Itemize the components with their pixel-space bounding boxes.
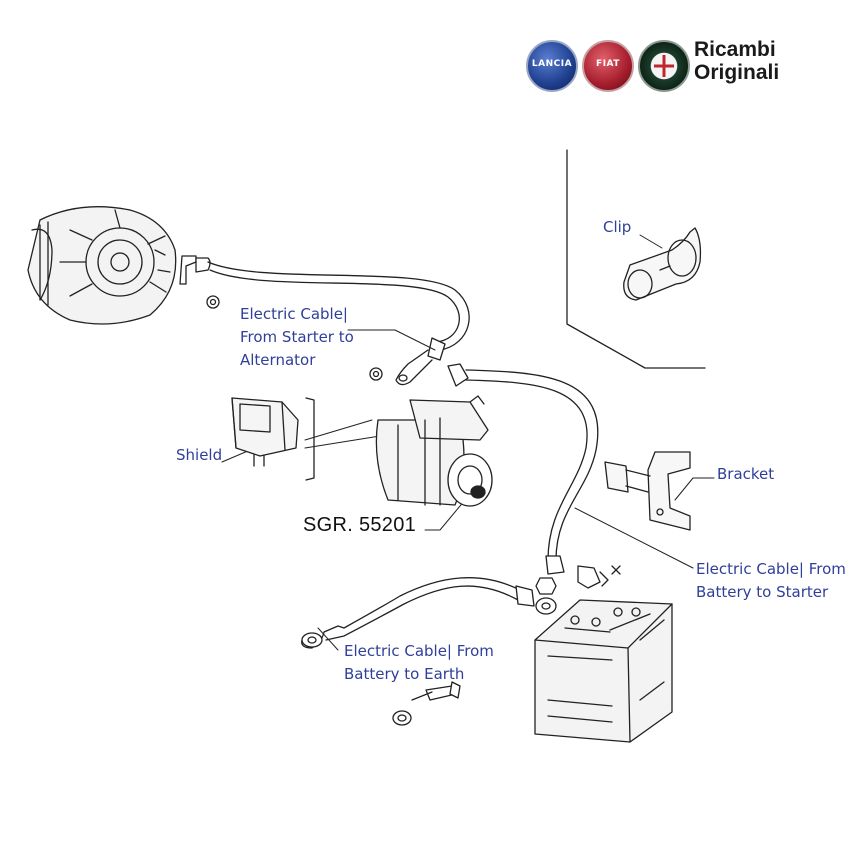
part-code-label: SGR. 55201: [303, 514, 417, 536]
brand-title: Ricambi Originali: [694, 38, 780, 84]
fiat-logo: FIAT: [582, 40, 634, 92]
alfa-romeo-emblem-icon: [654, 55, 674, 77]
cable-battery-starter-drawing: [447, 363, 621, 589]
callout-cable-battery-starter: Electric Cable| From Battery to Starter: [696, 560, 846, 601]
lancia-logo: LANCIA: [526, 40, 578, 92]
callout-shield: Shield: [176, 446, 223, 464]
callout-cable-starter-alternator: Electric Cable| From Starter to Alternat…: [240, 305, 354, 369]
shield-drawing: [231, 397, 315, 481]
alfa-romeo-logo: [638, 40, 690, 92]
callout-bracket: Bracket: [717, 465, 775, 483]
brand-header: LANCIA FIAT Ricambi Originali: [526, 36, 806, 96]
battery-drawing: [534, 599, 673, 743]
cable-battery-earth-drawing: [301, 577, 557, 726]
alternator-drawing: [27, 206, 177, 325]
starter-motor-drawing: [375, 395, 493, 507]
callout-cable-battery-earth: Electric Cable| From Battery to Earth: [344, 642, 494, 683]
callout-clip: Clip: [603, 218, 632, 236]
clip-inset-drawing: [566, 149, 706, 369]
bracket-drawing: [604, 451, 691, 531]
cable-starter-alternator-drawing: [179, 255, 470, 386]
